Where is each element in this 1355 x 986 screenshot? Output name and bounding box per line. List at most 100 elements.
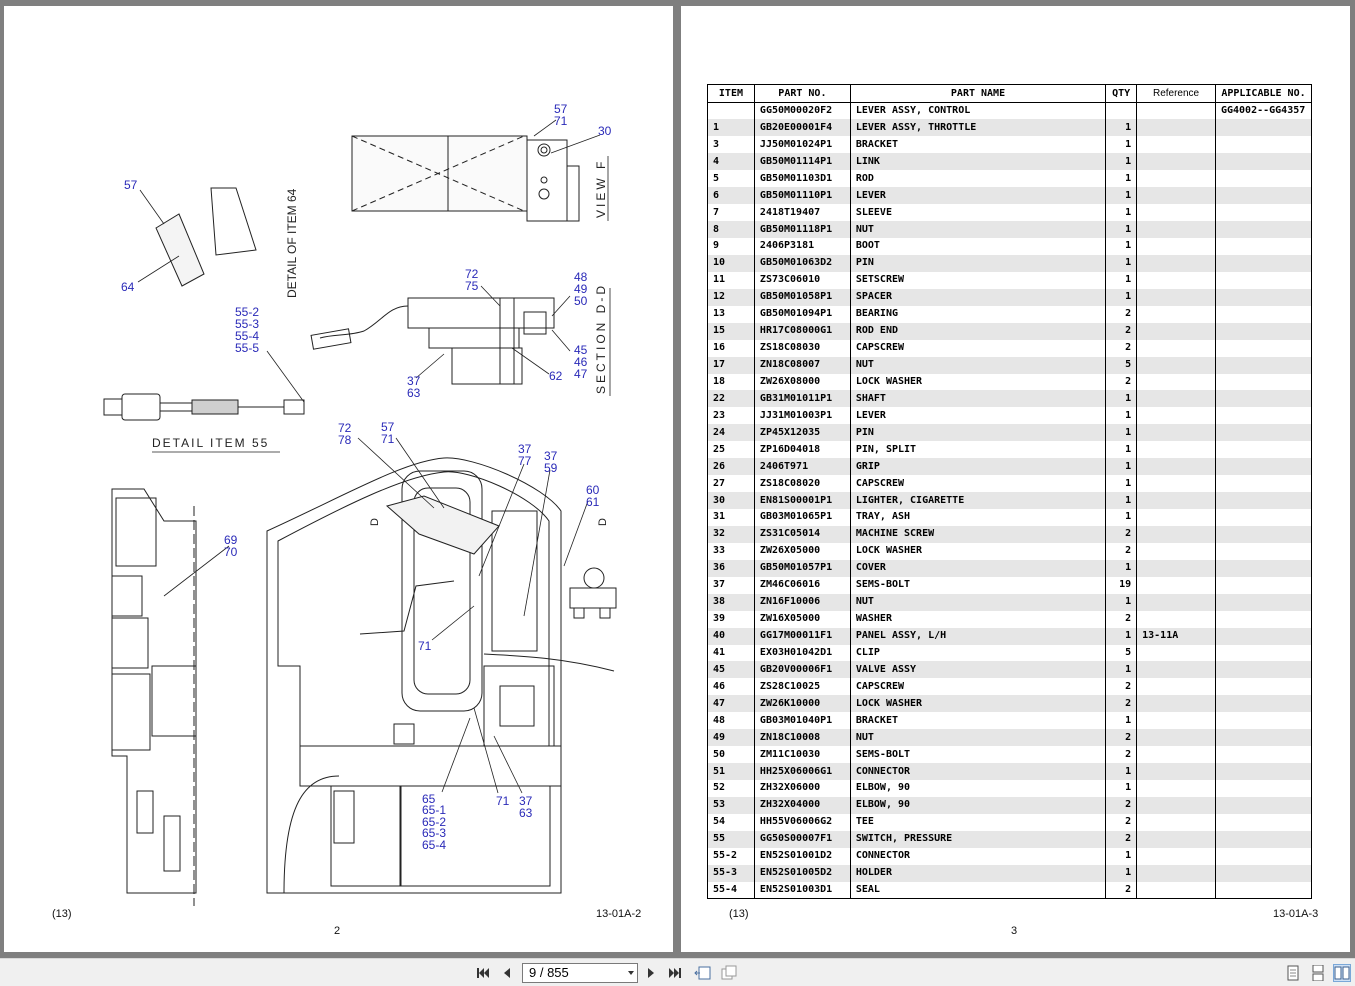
- cell-applicable-no: [1214, 678, 1313, 696]
- cell-qty: 2: [1105, 339, 1138, 357]
- cell-reference: [1136, 610, 1216, 628]
- cell-part-name: CONNECTOR: [849, 763, 1107, 780]
- callout-label: 55-3: [235, 317, 259, 331]
- callout-label: 57: [554, 102, 568, 116]
- cell-item: 41: [707, 644, 755, 662]
- cell-item: 45: [707, 661, 755, 679]
- callout-label: 71: [418, 639, 432, 653]
- cell-qty: 2: [1105, 305, 1138, 323]
- last-page-icon[interactable]: [666, 964, 684, 982]
- cell-reference: [1136, 509, 1216, 526]
- cell-part-no: ZN18C10008: [753, 729, 851, 747]
- page-number-select[interactable]: 9 / 855: [522, 963, 638, 983]
- cell-applicable-no: [1214, 221, 1313, 238]
- two-page-icon[interactable]: [1333, 964, 1351, 982]
- cell-item: 52: [707, 780, 755, 797]
- first-page-icon[interactable]: [474, 964, 492, 982]
- cell-reference: [1136, 204, 1216, 222]
- cell-part-no: GB50M01110P1: [753, 187, 851, 205]
- cell-part-no: ZN16F10006: [753, 593, 851, 611]
- cell-part-no: GG50M00020F2: [753, 102, 851, 120]
- fit-width-icon[interactable]: [694, 964, 712, 982]
- cell-item: 54: [707, 813, 755, 831]
- cell-item: 51: [707, 763, 755, 780]
- cell-part-name: LOCK WASHER: [849, 373, 1107, 391]
- cell-reference: [1136, 424, 1216, 442]
- cell-reference: [1136, 373, 1216, 391]
- cell-reference: [1136, 644, 1216, 662]
- cell-qty: 2: [1105, 830, 1138, 848]
- callout-label: 37: [544, 449, 558, 463]
- cell-item: 6: [707, 187, 755, 205]
- cell-qty: 1: [1105, 254, 1138, 272]
- cell-part-no: ZS18C08020: [753, 475, 851, 493]
- next-page-icon[interactable]: [642, 964, 660, 982]
- continuous-page-icon[interactable]: [1309, 964, 1327, 982]
- cell-part-no: ZP45X12035: [753, 424, 851, 442]
- callout-label: 65-2: [422, 815, 446, 829]
- cell-item: 55-4: [707, 881, 755, 900]
- cell-qty: 1: [1105, 288, 1138, 306]
- cell-qty: 2: [1105, 729, 1138, 747]
- cell-part-no: ZN18C08007: [753, 356, 851, 374]
- cell-part-name: CONNECTOR: [849, 847, 1107, 865]
- cell-part-no: EN52S01005D2: [753, 864, 851, 882]
- cell-qty: 2: [1105, 373, 1138, 391]
- cell-part-no: ZS31C05014: [753, 525, 851, 543]
- cell-applicable-no: [1214, 136, 1313, 154]
- cell-item: 24: [707, 424, 755, 442]
- callout-label: 37: [518, 442, 532, 456]
- cell-item: 5: [707, 170, 755, 188]
- cell-qty: 1: [1105, 271, 1138, 289]
- cell-applicable-no: [1214, 119, 1313, 137]
- cell-part-no: GB03M01040P1: [753, 712, 851, 730]
- cell-applicable-no: [1214, 407, 1313, 425]
- cell-applicable-no: [1214, 153, 1313, 171]
- cell-item: 15: [707, 322, 755, 340]
- detail-item-64-label: DETAIL OF ITEM 64: [285, 188, 299, 298]
- right-page-number: 3: [1011, 925, 1018, 937]
- cell-part-name: NUT: [849, 356, 1107, 374]
- cell-qty: 1: [1105, 492, 1138, 509]
- cell-reference: [1136, 678, 1216, 696]
- cell-applicable-no: [1214, 170, 1313, 188]
- prev-page-icon[interactable]: [498, 964, 516, 982]
- callout-label: 72: [465, 267, 479, 281]
- cell-item: 39: [707, 610, 755, 628]
- callout-label: 55-2: [235, 305, 259, 319]
- cell-qty: 1: [1105, 712, 1138, 730]
- callout-label: 30: [598, 124, 612, 138]
- cell-reference: [1136, 153, 1216, 171]
- cell-qty: 1: [1105, 475, 1138, 493]
- cell-applicable-no: [1214, 204, 1313, 222]
- cell-reference: [1136, 492, 1216, 509]
- callout-label: 63: [407, 386, 421, 400]
- cell-part-name: SEMS-BOLT: [849, 746, 1107, 764]
- cell-reference: [1136, 559, 1216, 577]
- cell-qty: 2: [1105, 796, 1138, 814]
- cell-part-no: JJ50M01024P1: [753, 136, 851, 154]
- cell-qty: 1: [1105, 847, 1138, 865]
- cell-item: 49: [707, 729, 755, 747]
- parts-table: ITEM PART NO. PART NAME QTY Reference AP…: [707, 84, 1313, 900]
- cell-part-name: LOCK WASHER: [849, 695, 1107, 713]
- left-page-number: 2: [334, 925, 341, 937]
- rotate-icon[interactable]: [720, 964, 738, 982]
- cell-reference: [1136, 661, 1216, 679]
- cell-applicable-no: [1214, 610, 1313, 628]
- cell-reference: [1136, 339, 1216, 357]
- single-page-icon[interactable]: [1284, 964, 1302, 982]
